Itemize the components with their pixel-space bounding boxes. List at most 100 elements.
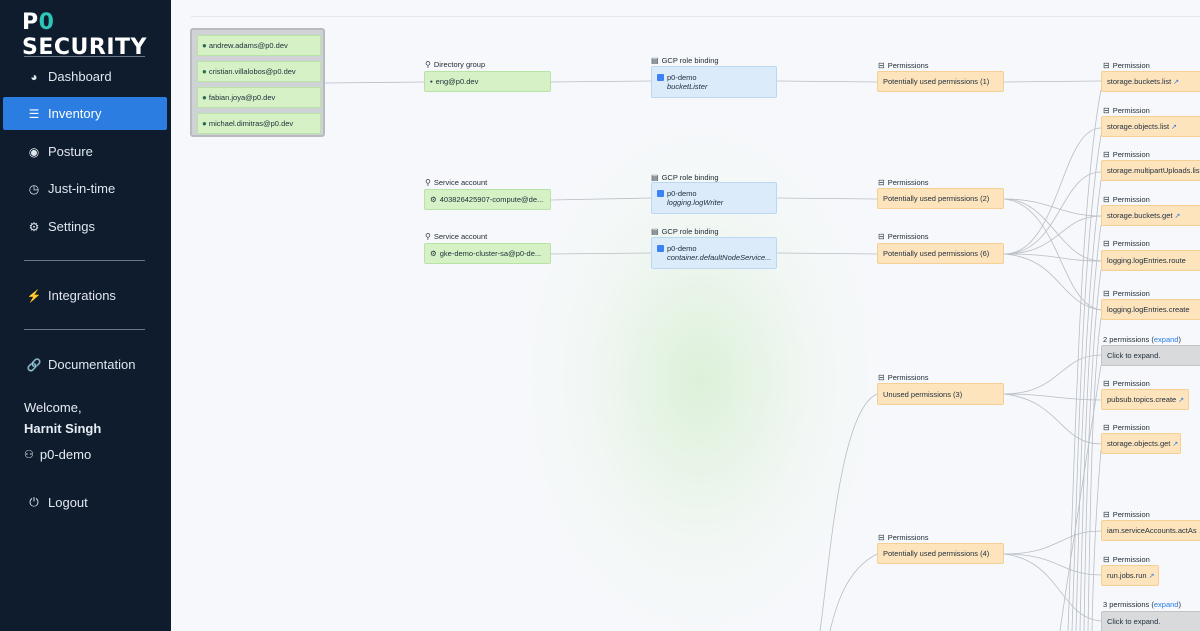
org-selector[interactable]: ⚇ p0-demo [24, 447, 91, 462]
permission-node[interactable]: storage.buckets.list↗ [1101, 71, 1200, 92]
sidebar-item-integrations[interactable]: ⚡ Integrations [3, 279, 167, 312]
user-node[interactable]: ●michael.dimitras@p0.dev [197, 113, 321, 134]
expand-link[interactable]: expand [1153, 600, 1179, 609]
external-link-icon[interactable]: ↗ [1148, 572, 1155, 580]
gear-icon: ⚙ [28, 219, 40, 234]
expand-link[interactable]: expand [1153, 335, 1179, 344]
external-link-icon[interactable]: ↗ [1172, 440, 1179, 448]
user-email: michael.dimitras@p0.dev [208, 119, 294, 128]
external-link-icon[interactable]: ↗ [1199, 527, 1200, 535]
dashboard-icon: ◕ [30, 69, 38, 84]
group-label: Unused permissions (3) [883, 389, 963, 399]
node-type-label: ⊟Permission [1103, 423, 1150, 432]
gcp-icon [657, 190, 664, 197]
permission-node[interactable]: logging.logEntries.create [1101, 299, 1200, 320]
type-text: Permission [1112, 239, 1150, 248]
permission-group-node[interactable]: Potentially used permissions (1) [877, 71, 1004, 92]
external-link-icon[interactable]: ↗ [1178, 396, 1185, 404]
permission-group-node[interactable]: Potentially used permissions (2) [877, 188, 1004, 209]
node-type-label: ⚲Service account [425, 178, 487, 187]
permission-node[interactable]: storage.objects.get↗ [1101, 433, 1181, 454]
permission-label: pubsub.topics.create [1107, 395, 1177, 404]
person-icon: ● [202, 67, 207, 76]
type-text: GCP role binding [661, 227, 719, 236]
sidebar-item-just-in-time[interactable]: ◷ Just-in-time [3, 172, 167, 205]
sidebar: P0 SECURITY ◕ Dashboard ☰ Inventory ◉ Po… [0, 0, 171, 631]
p0-security-logo[interactable]: P0 SECURITY [22, 10, 171, 60]
permission-node[interactable]: iam.serviceAccounts.actAs↗ [1101, 520, 1200, 541]
external-link-icon[interactable]: ↗ [1174, 212, 1181, 220]
type-text: Permissions [887, 61, 929, 70]
lock-icon: ⊟ [1103, 150, 1110, 159]
sidebar-item-settings[interactable]: ⚙ Settings [3, 210, 167, 243]
group-label: Potentially used permissions (1) [883, 77, 990, 86]
permission-node[interactable]: logging.logEntries.route [1101, 250, 1200, 271]
user-node[interactable]: ●fabian.joya@p0.dev [197, 87, 321, 108]
logout-button[interactable]: ⏻ Logout [3, 486, 167, 519]
sidebar-item-inventory[interactable]: ☰ Inventory [3, 97, 167, 130]
eye-icon: ◉ [28, 144, 40, 159]
permission-node[interactable]: storage.multipartUploads.list [1101, 160, 1200, 181]
node-type-label: ⊟Permissions [878, 178, 929, 187]
external-link-icon[interactable]: ↗ [1171, 123, 1177, 131]
permission-label: logging.logEntries.create [1107, 305, 1190, 314]
type-text: Permission [1112, 61, 1150, 70]
gcp-icon [657, 74, 664, 81]
plug-icon: ⚡ [26, 288, 42, 303]
clock-icon: ◷ [28, 181, 40, 196]
node-type-label: ⚲Service account [425, 232, 487, 241]
sidebar-item-documentation[interactable]: 🔗 Documentation [3, 348, 167, 381]
permission-node[interactable]: run.jobs.run↗ [1101, 565, 1159, 586]
logout-icon: ⏻ [29, 495, 39, 509]
lock-icon: ⊟ [878, 373, 885, 382]
sidebar-item-posture[interactable]: ◉ Posture [3, 135, 167, 168]
collapsed-node[interactable]: Click to expand. [1101, 611, 1200, 631]
type-text: Service account [433, 232, 488, 241]
type-text: Directory group [433, 60, 486, 69]
role-binding-node[interactable]: p0-demo container.defaultNodeService... [651, 237, 777, 269]
type-text: Permissions [887, 373, 929, 382]
project-name: p0-demo [667, 189, 697, 198]
node-type-label: ⊟Permission [1103, 555, 1150, 564]
type-text: Permissions [887, 533, 929, 542]
binding-icon: ▤ [651, 173, 659, 182]
node-type-label: ⊟Permission [1103, 150, 1150, 159]
permission-label: storage.buckets.get [1107, 211, 1173, 220]
identity-node[interactable]: ⚙403826425907-compute@de... [424, 189, 551, 210]
lock-icon: ⊟ [1103, 289, 1110, 298]
node-type-label: ▤GCP role binding [651, 227, 719, 236]
lock-icon: ⊟ [1103, 61, 1110, 70]
user-group-node[interactable]: ●andrew.adams@p0.dev ●cristian.villalobo… [190, 28, 325, 137]
group-label: Potentially used permissions (4) [883, 549, 990, 558]
user-node[interactable]: ●andrew.adams@p0.dev [197, 35, 321, 56]
lock-icon: ⊟ [1103, 239, 1110, 248]
node-type-label: ⊟Permission [1103, 61, 1150, 70]
external-link-icon[interactable]: ↗ [1173, 78, 1180, 86]
permission-group-node[interactable]: Potentially used permissions (6) [877, 243, 1004, 264]
identity-node[interactable]: ▪eng@p0.dev [424, 71, 551, 92]
type-text: Permission [1112, 150, 1150, 159]
permission-group-node[interactable]: Potentially used permissions (4) [877, 543, 1004, 564]
permission-node[interactable]: storage.objects.list↗ [1101, 116, 1200, 137]
lock-icon: ⊟ [1103, 423, 1110, 432]
role-binding-node[interactable]: p0-demo logging.logWriter [651, 182, 777, 214]
collapsed-node[interactable]: Click to expand. [1101, 345, 1200, 366]
group-label: Potentially used permissions (2) [883, 194, 990, 203]
permission-group-node[interactable]: Unused permissions (3) [877, 383, 1004, 405]
permission-node[interactable]: storage.buckets.get↗ [1101, 205, 1200, 226]
user-name: Harnit Singh [24, 421, 102, 436]
permission-label: logging.logEntries.route [1107, 256, 1186, 265]
sidebar-divider [24, 260, 145, 261]
project-name: p0-demo [667, 73, 697, 82]
sidebar-item-dashboard[interactable]: ◕ Dashboard [3, 60, 167, 93]
identity-node[interactable]: ⚙gke-demo-cluster-sa@p0-de... [424, 243, 551, 264]
lock-icon: ⊟ [1103, 106, 1110, 115]
collapsed-count: 2 permissions (expand) [1103, 335, 1181, 344]
sidebar-item-label: Documentation [48, 357, 136, 372]
service-account-icon: ⚙ [430, 249, 437, 258]
node-type-label: ⊟Permission [1103, 289, 1150, 298]
role-binding-node[interactable]: p0-demo bucketLister [651, 66, 777, 98]
permission-node[interactable]: pubsub.topics.create↗ [1101, 389, 1189, 410]
type-text: Permissions [887, 178, 929, 187]
user-node[interactable]: ●cristian.villalobos@p0.dev [197, 61, 321, 82]
